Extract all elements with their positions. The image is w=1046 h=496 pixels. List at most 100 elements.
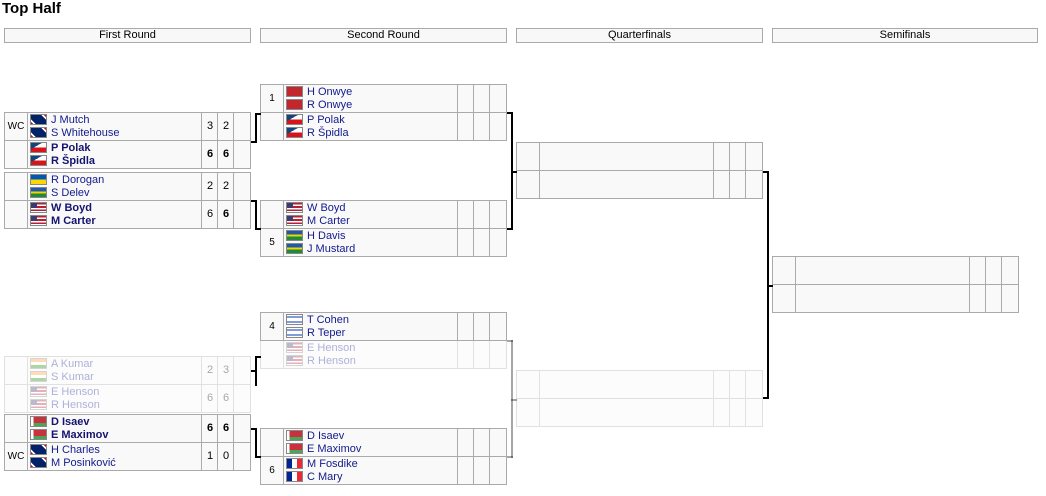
player-entry[interactable]: M Carter [30,214,96,228]
team-row[interactable] [516,171,763,199]
player-entry[interactable]: P Polak [30,141,91,155]
team-row[interactable] [772,285,1019,313]
player-name[interactable]: S Whitehouse [51,127,120,139]
team-row[interactable] [516,371,763,399]
flag-icon [30,155,47,166]
flag-icon [30,202,47,213]
player-entry[interactable]: P Polak [286,113,345,127]
player-entry[interactable]: E Henson [286,341,355,355]
player-name[interactable]: A Kumar [51,358,94,370]
player-name[interactable]: P Polak [307,114,345,126]
player-name[interactable]: M Carter [307,215,350,227]
player-entry[interactable]: R Henson [30,398,100,412]
player-entry[interactable]: M Fosdike [286,457,358,471]
player-name[interactable]: R Dorogan [51,174,105,186]
seed-cell [5,173,28,200]
player-entry[interactable]: H Davis [286,229,346,243]
player-name[interactable]: R Teper [307,327,346,339]
player-name[interactable]: M Carter [51,215,96,227]
player-name[interactable]: M Posinković [51,457,116,469]
player-entry[interactable]: M Carter [286,214,350,228]
player-name[interactable]: R Henson [51,399,100,411]
player-entry[interactable]: R Henson [286,354,356,368]
player-name[interactable]: R Špidla [51,155,96,167]
player-name[interactable]: E Maximov [307,443,362,455]
player-entry[interactable]: D Isaev [30,415,90,429]
player-name[interactable]: W Boyd [307,202,346,214]
player-name[interactable]: R Onwye [307,99,353,111]
player-entry[interactable]: E Maximov [286,442,361,456]
player-name[interactable]: C Mary [307,471,343,483]
player-entry[interactable]: J Mustard [286,242,355,256]
player-entry[interactable]: T Cohen [286,313,349,327]
team-row[interactable] [516,399,763,427]
player-entry[interactable]: W Boyd [30,201,92,215]
set-score [969,285,986,312]
flag-icon [30,187,47,198]
player-entry[interactable]: S Whitehouse [30,126,119,140]
player-name[interactable]: D Isaev [307,430,345,442]
flag-icon [30,142,47,153]
player-entry[interactable]: R Dorogan [30,173,104,187]
player-name[interactable]: S Kumar [51,371,94,383]
player-name[interactable]: W Boyd [51,202,92,214]
player-name[interactable]: E Maximov [51,429,109,441]
set-score [473,201,490,228]
set-score [969,257,986,284]
flag-icon [30,457,47,468]
player-name[interactable]: J Mutch [51,114,90,126]
team-row[interactable] [516,143,763,171]
player-entry[interactable]: M Posinković [30,456,116,470]
player-name[interactable]: H Davis [307,230,346,242]
player-name[interactable]: J Mustard [307,243,356,255]
player-entry[interactable]: C Mary [286,470,342,484]
player-name[interactable]: R Henson [307,355,356,367]
player-name[interactable]: E Henson [307,342,356,354]
player-entry[interactable]: H Charles [30,443,100,457]
player-entry[interactable]: R Špidla [286,126,349,140]
player-entry[interactable]: D Isaev [286,429,344,443]
set-score [473,341,490,368]
player-entry[interactable]: E Maximov [30,428,108,442]
player-name[interactable]: H Onwye [307,86,353,98]
player-entry[interactable]: S Delev [30,186,90,200]
player-entry[interactable]: E Henson [30,385,99,399]
player-name[interactable]: D Isaev [51,416,90,428]
player-name[interactable]: R Špidla [307,127,349,139]
player-entry[interactable]: A Kumar [30,357,93,371]
player-entry[interactable]: R Onwye [286,98,352,112]
set-score [457,457,474,484]
player-name[interactable]: H Charles [51,444,100,456]
player-entry[interactable]: J Mutch [30,113,90,127]
player-name[interactable]: M Fosdike [307,458,358,470]
player-name[interactable]: S Delev [51,187,90,199]
player-entry[interactable]: R Špidla [30,154,95,168]
player-entry[interactable]: H Onwye [286,85,352,99]
player-entry[interactable]: R Teper [286,326,345,340]
set-score [489,85,506,112]
player-name[interactable]: E Henson [51,386,100,398]
player-entry[interactable]: W Boyd [286,201,346,215]
player-name[interactable]: T Cohen [307,314,349,326]
player-name[interactable]: P Polak [51,142,91,154]
player-entry[interactable]: S Kumar [30,370,94,384]
team-row[interactable] [772,257,1019,285]
